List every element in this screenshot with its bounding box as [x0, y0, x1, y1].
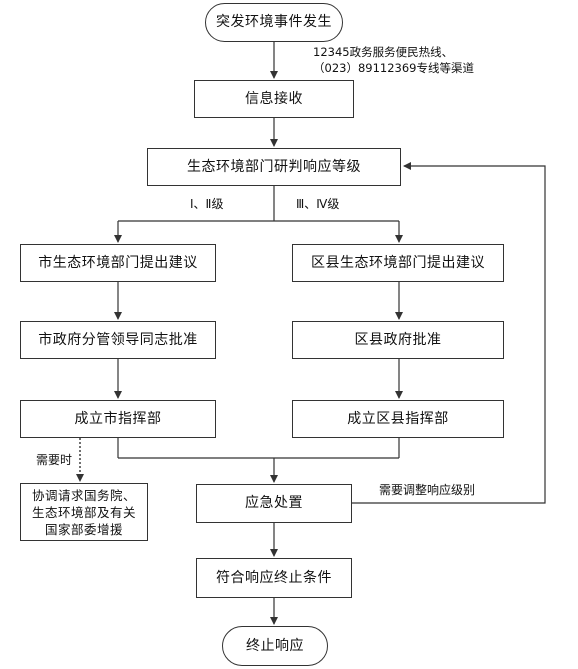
- when-needed-label: 需要时: [36, 453, 73, 467]
- level-county-label: Ⅲ、Ⅳ级: [296, 197, 340, 211]
- adjust-level-label: 需要调整响应级别: [379, 483, 476, 497]
- arrow-feedback-adjust-level: [352, 162, 546, 504]
- receive-node: 信息接收: [194, 80, 354, 118]
- terminate-condition-node: 符合响应终止条件: [196, 558, 352, 598]
- city-approve-node: 市政府分管领导同志批准: [20, 321, 216, 359]
- start-node: 突发环境事件发生: [205, 3, 343, 42]
- county-hq-node: 成立区县指挥部: [292, 400, 504, 438]
- city-propose-node: 市生态环境部门提出建议: [20, 244, 216, 282]
- assess-node: 生态环境部门研判响应等级: [147, 148, 401, 186]
- end-node: 终止响应: [222, 626, 328, 666]
- county-propose-node: 区县生态环境部门提出建议: [292, 244, 504, 282]
- coordinate-node: 协调请求国务院、 生态环境部及有关 国家部委增援: [20, 483, 148, 541]
- handle-node: 应急处置: [196, 484, 352, 523]
- county-approve-node: 区县政府批准: [292, 321, 504, 359]
- channels-label: 12345政务服务便民热线、 （023）89112369专线等渠道: [313, 45, 474, 75]
- level-city-label: Ⅰ、Ⅱ级: [190, 197, 224, 211]
- city-hq-node: 成立市指挥部: [20, 400, 216, 438]
